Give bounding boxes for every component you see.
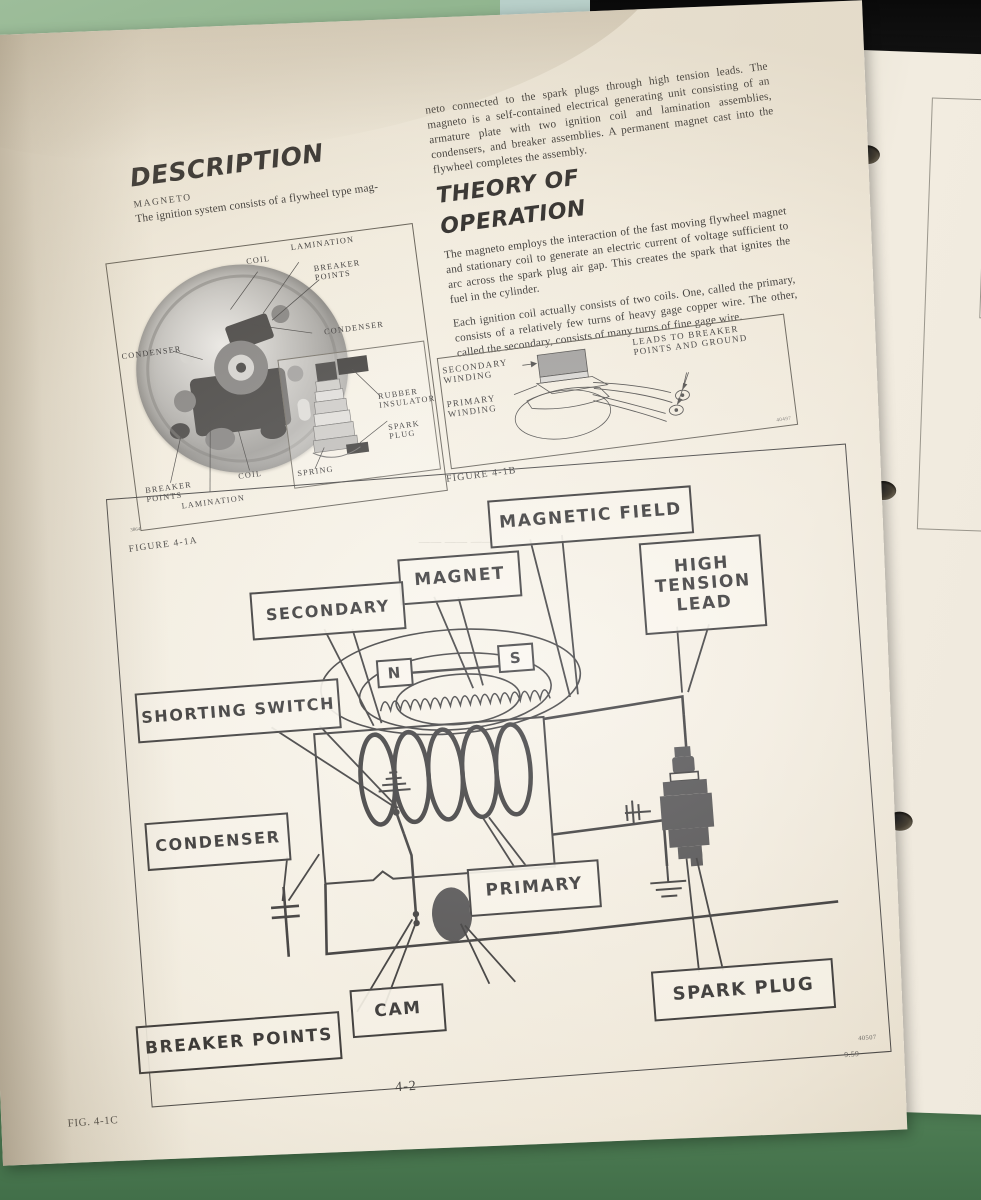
callout-high-tension-lead: HIGH TENSION LEAD [638, 534, 768, 636]
manual-page: — ——— ——— —— —— DESCRIPTION MAGNETO The … [0, 0, 907, 1165]
figure-4-1c-caption: FIG. 4-1C [67, 1114, 119, 1130]
spark-plug-inset: RUBBER INSULATOR SPARK PLUG SPRING [277, 340, 442, 489]
figure-4-1b: SECONDARY WINDING PRIMARY WINDING LEADS … [436, 313, 799, 485]
page-content: — ——— ——— —— —— DESCRIPTION MAGNETO The … [0, 0, 907, 1165]
left-column: DESCRIPTION MAGNETO The ignition system … [128, 124, 435, 236]
page-number: 4-2 [394, 1078, 418, 1096]
callout-magnet: MAGNET [397, 550, 523, 606]
spark-plug-drawing [312, 355, 388, 470]
coil-assembly-drawing [513, 348, 690, 440]
magnet-pole-south: S [509, 648, 523, 667]
callout-cam: CAM [349, 983, 447, 1039]
callout-primary: PRIMARY [466, 859, 602, 918]
revision-code: 9.59 [843, 1048, 860, 1060]
figure-4-1c: N S MAGNETIC FIELD MAGNET SECONDARY HIGH… [67, 443, 892, 1130]
magneto-schematic [270, 534, 839, 1013]
facing-page-frame [916, 97, 981, 537]
figure-4-1c-art-number: 40507 [858, 1033, 877, 1043]
magnet-pole-north: N [387, 663, 403, 683]
